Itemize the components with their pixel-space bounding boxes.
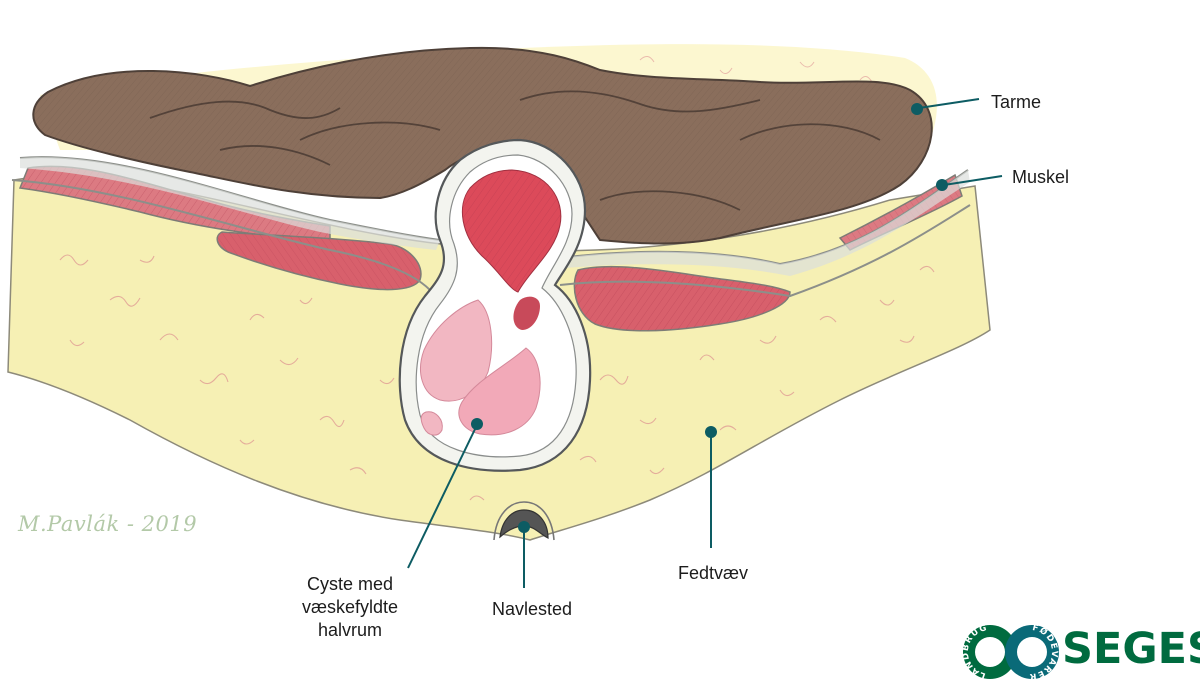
fascia-fill <box>20 157 970 276</box>
seges-logo-wordmark: SEGES <box>1062 624 1200 674</box>
label-cyst-line-3: halvrum <box>318 620 383 640</box>
muscle-left-outer-hatch <box>20 166 330 242</box>
label-muscle: Muskel <box>1012 167 1070 187</box>
muscle-left-inner-hatch <box>217 232 421 290</box>
navel-outline <box>493 501 555 541</box>
artist-signature: M.Pavlák - 2019 <box>18 512 198 536</box>
seges-logo-icon: LANDBRUG FØDEVARER <box>961 623 1059 681</box>
intestine-shading <box>33 47 932 244</box>
cyst-fluid-chamber-small <box>420 411 443 436</box>
fat-texture <box>59 254 935 501</box>
label-navel: Navlested <box>492 599 573 619</box>
label-cyst: Cyste med væskefyldte halvrum <box>302 573 398 642</box>
cyst-small-red-blob <box>513 296 540 330</box>
label-cyst-line-1: Cyste med <box>307 574 394 594</box>
leader-muskel <box>936 175 1003 191</box>
cyst-upper-cavity-hatch <box>462 170 561 292</box>
label-fat-tissue: Fedtvæv <box>678 563 749 583</box>
label-intestine: Tarme <box>991 92 1042 112</box>
cyst-fluid-chamber-left <box>420 299 493 402</box>
label-cyst-line-2: væskefyldte <box>302 597 399 617</box>
cyst-fluid-chamber-right <box>458 347 541 436</box>
leader-tarme <box>911 98 980 115</box>
muscle-right-inner-hatch <box>574 266 790 331</box>
muscle-right-outer-hatch <box>840 175 962 250</box>
leader-fedtvaev <box>705 426 717 548</box>
leader-navlested <box>518 521 530 588</box>
intestine-folds <box>149 90 881 211</box>
leader-cyste <box>407 418 483 569</box>
